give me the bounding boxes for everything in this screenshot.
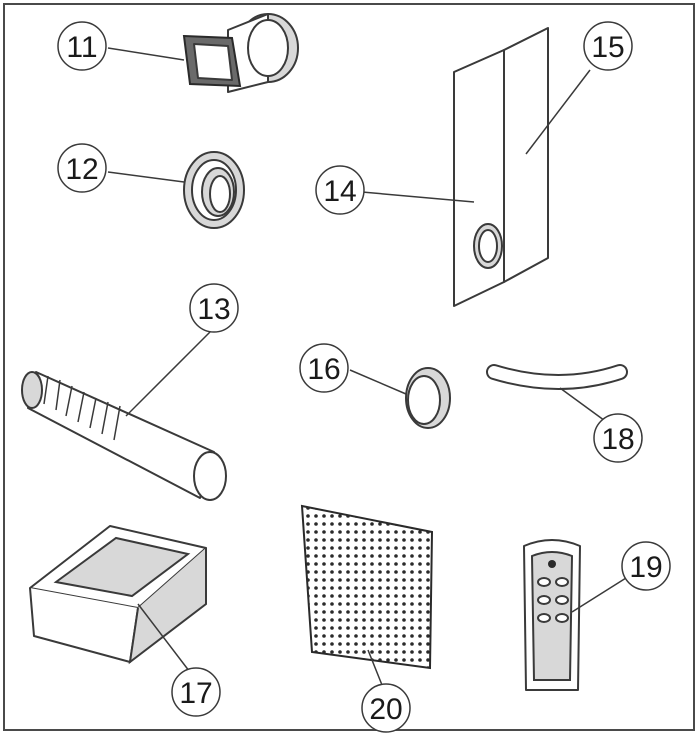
part-20-filter-mesh — [300, 504, 434, 670]
part-16-plug — [405, 367, 451, 429]
callout-11: 11 — [57, 21, 107, 71]
callout-17-label: 17 — [179, 677, 212, 710]
callout-16: 16 — [299, 343, 349, 393]
part-19-remote-control — [523, 539, 581, 691]
leader-14 — [361, 191, 475, 203]
callout-13-label: 13 — [197, 293, 230, 326]
part-13-exhaust-hose — [21, 371, 227, 501]
callout-11-label: 11 — [66, 31, 97, 64]
callout-12-label: 12 — [65, 153, 98, 186]
leader-20 — [367, 649, 385, 691]
diagram-frame — [3, 3, 695, 731]
callout-15: 15 — [583, 21, 633, 71]
callout-19-label: 19 — [629, 551, 662, 584]
callout-18: 18 — [593, 413, 643, 463]
leader-17 — [137, 603, 197, 681]
leader-13 — [125, 327, 215, 417]
callout-16-label: 16 — [307, 353, 340, 386]
leader-11 — [107, 47, 185, 61]
callout-20: 20 — [361, 683, 411, 733]
part-18-drain-hose — [486, 364, 628, 390]
callout-13: 13 — [189, 283, 239, 333]
callout-19: 19 — [621, 541, 671, 591]
callout-15-label: 15 — [591, 31, 624, 64]
part-17-slider-adapter — [29, 525, 207, 665]
part-14-15-window-panel — [453, 27, 549, 307]
callout-20-label: 20 — [369, 693, 402, 726]
part-12-connector-ring — [183, 151, 245, 229]
callout-18-label: 18 — [601, 423, 634, 456]
leader-15 — [525, 69, 591, 155]
callout-14-label: 14 — [323, 175, 356, 208]
leader-12 — [107, 171, 185, 183]
part-11-exhaust-adapter — [182, 13, 299, 93]
callout-17: 17 — [171, 667, 221, 717]
callout-12: 12 — [57, 143, 107, 193]
leader-19 — [571, 577, 627, 613]
leader-16 — [349, 369, 407, 395]
callout-14: 14 — [315, 165, 365, 215]
